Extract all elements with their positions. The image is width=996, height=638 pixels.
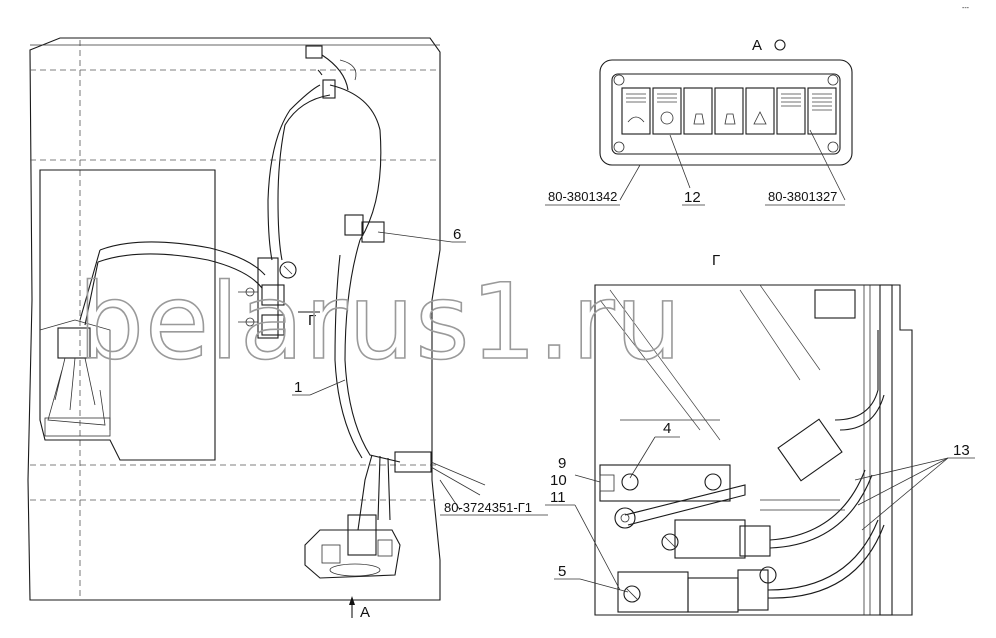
large-connector [777, 418, 843, 482]
harness-1 [321, 54, 401, 463]
view-a-title: А [752, 37, 762, 54]
rocker-switch-row [621, 87, 837, 135]
view-a: А 80-3801342 12 8 [545, 37, 853, 206]
right-switch-part-number: 80-3801327 [768, 189, 837, 204]
callout-1: 1 [294, 379, 302, 396]
connector-left [57, 327, 91, 359]
watermark: belarus1.ru [78, 261, 682, 383]
hazard-icon [753, 111, 767, 125]
section-g-marker: Г [308, 312, 316, 329]
callout-13: 13 [953, 442, 970, 459]
relay-upper [674, 519, 746, 559]
section-frame [594, 284, 913, 616]
callout-11: 11 [550, 489, 566, 506]
ground-bolt-icon [279, 261, 297, 279]
callout-12: 12 [684, 189, 701, 206]
callout-4: 4 [663, 420, 671, 437]
view-a-circle-icon [774, 39, 786, 51]
cab-outline [27, 37, 441, 601]
fan-icon [660, 111, 674, 125]
arrow-a-label: А [360, 604, 370, 621]
relay-bracket [257, 257, 279, 339]
harness-part-number: 80-3724351-Г1 [444, 500, 532, 515]
wiper-icon [627, 116, 645, 123]
bottom-switch-housing [304, 529, 401, 579]
callout-10: 10 [550, 472, 567, 489]
view-g-title: Г [712, 252, 720, 269]
callout-6: 6 [453, 226, 461, 243]
main-view: Г А 1 6 80-3724351-Г1 [27, 37, 548, 621]
instrument-panel [39, 169, 216, 461]
bell-icon [724, 113, 736, 125]
left-switch-part-number: 80-3801342 [548, 189, 617, 204]
callout-9: 9 [558, 455, 566, 472]
clamp-6 [344, 214, 364, 236]
view-g: Г [545, 252, 975, 616]
harness-connector [394, 451, 432, 473]
callout-5: 5 [558, 563, 566, 580]
corner-note: --- [962, 5, 970, 12]
bell-icon [693, 113, 705, 125]
relay-lower [617, 571, 689, 613]
bracket-4 [599, 464, 731, 502]
pivot-bolt-icon [614, 507, 636, 529]
switch-panel [599, 59, 853, 166]
